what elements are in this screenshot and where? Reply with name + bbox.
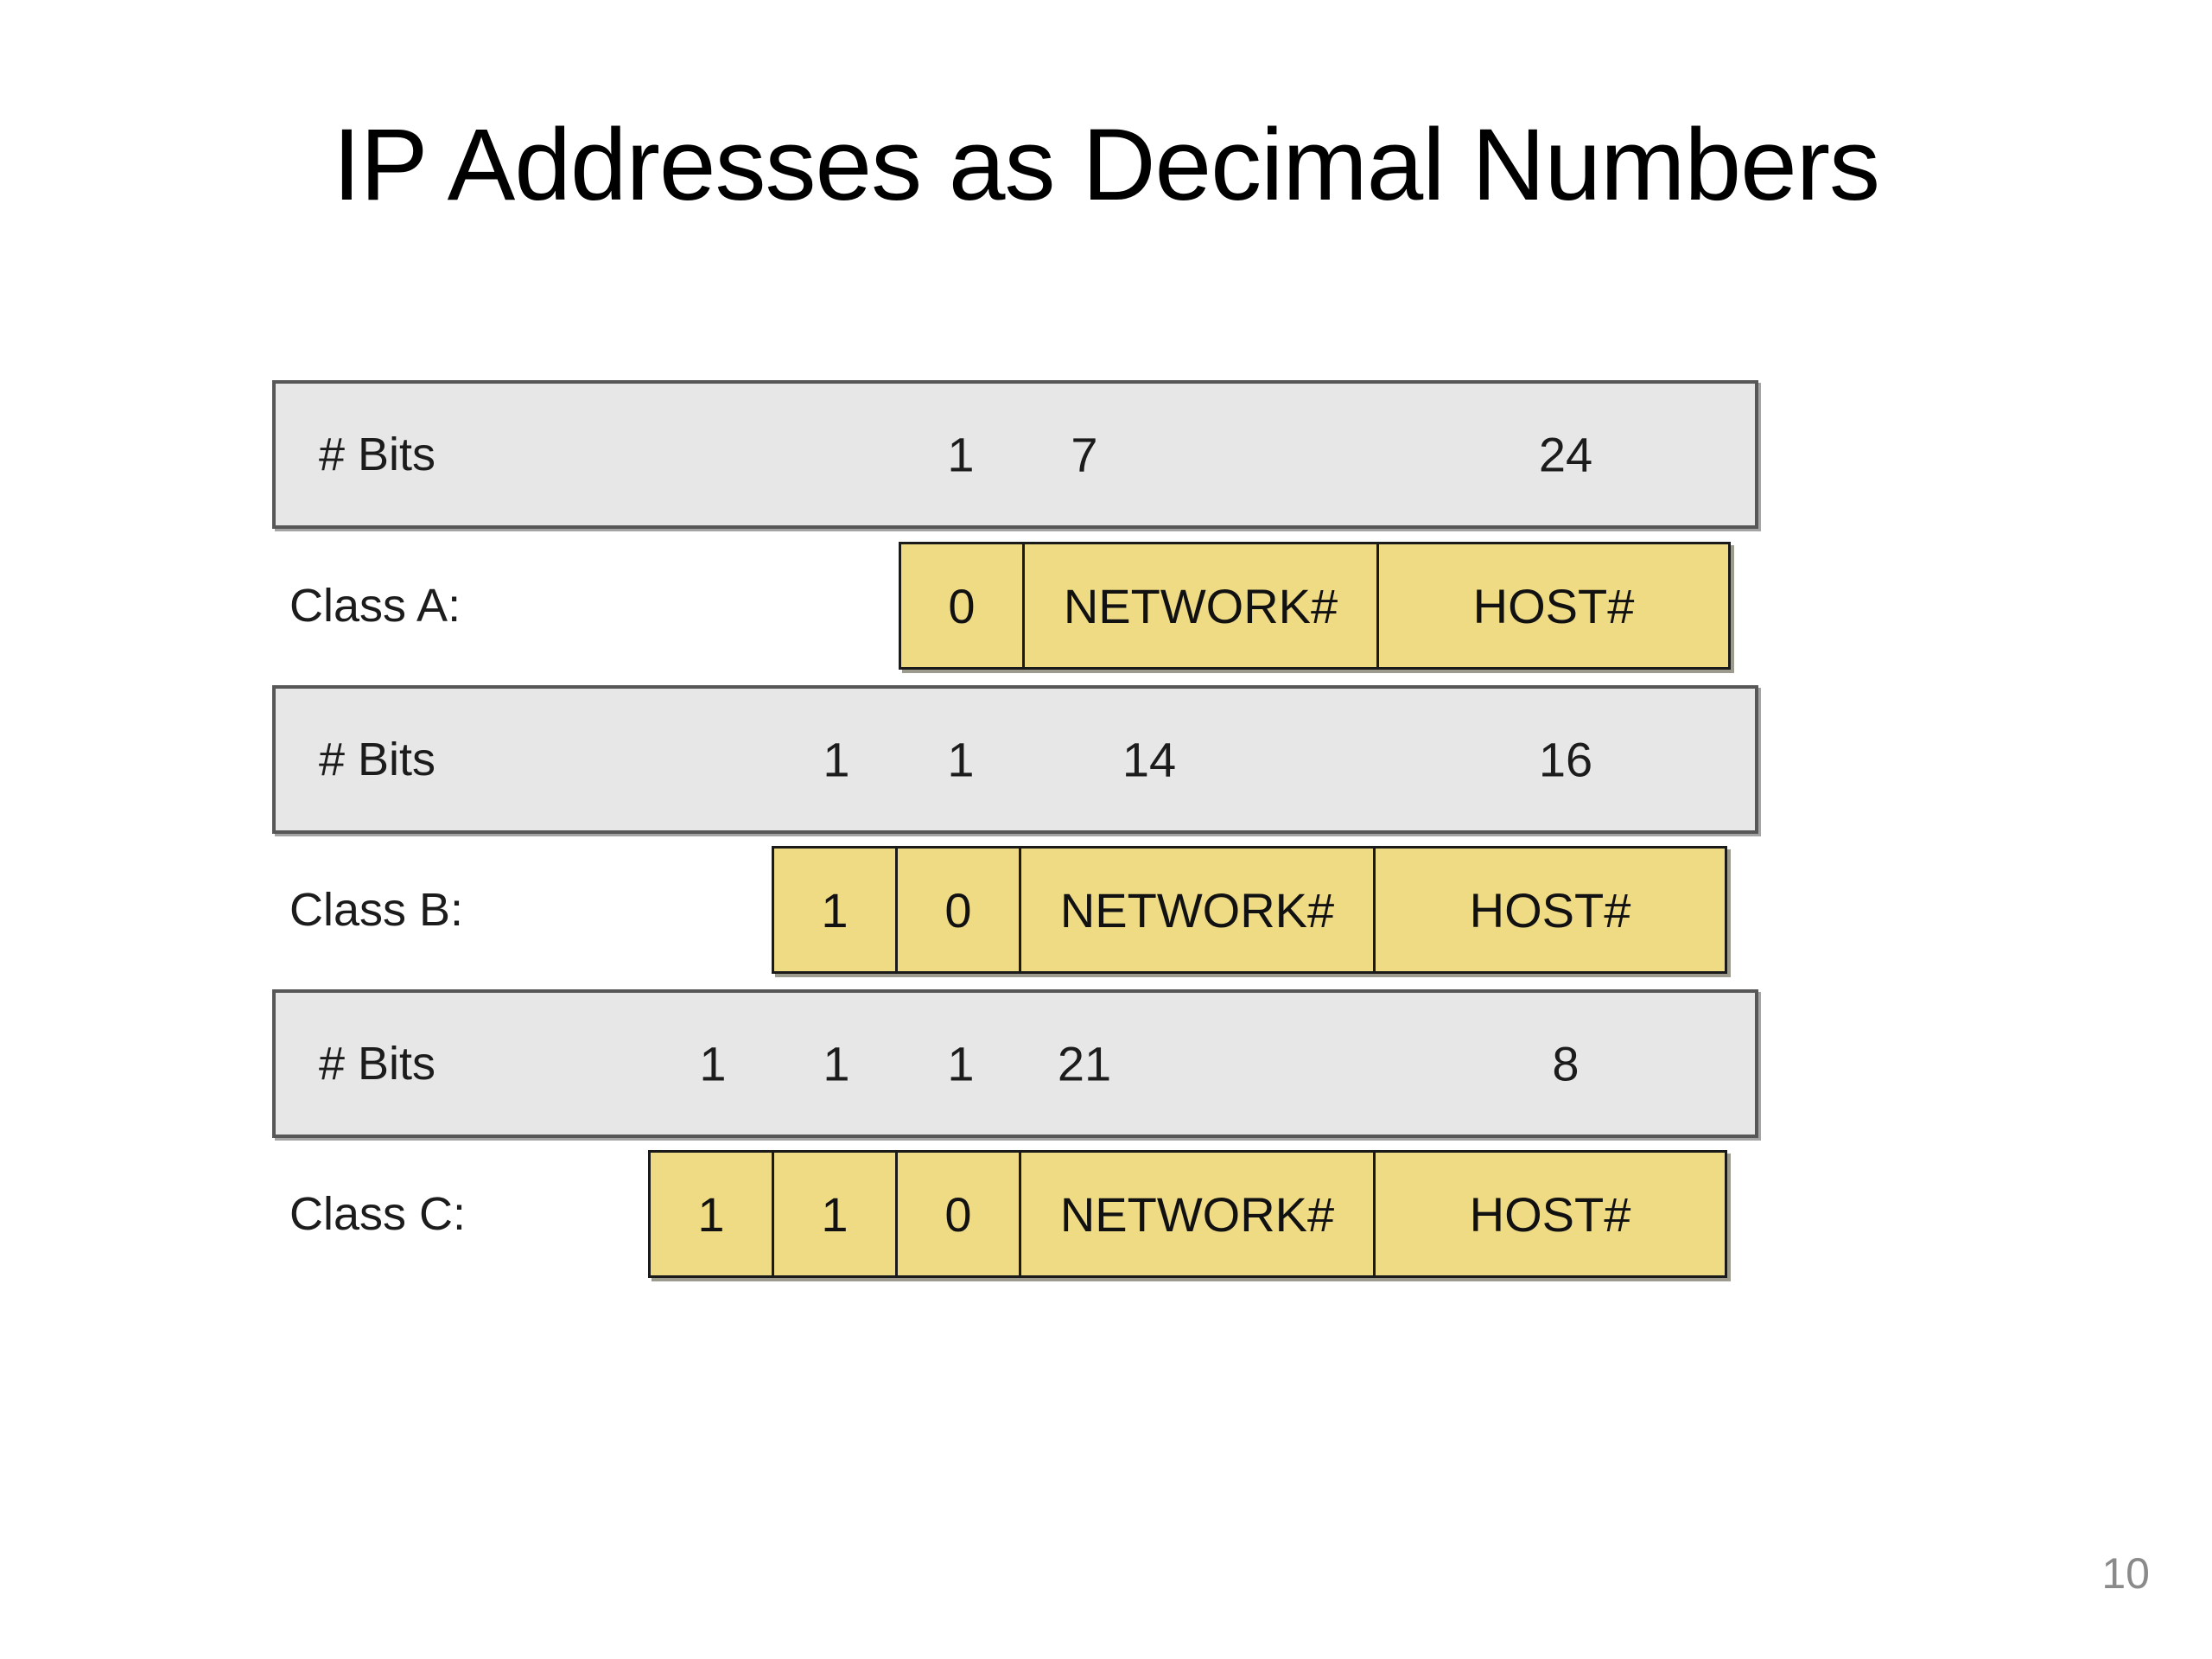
- class-c-cell-host: HOST#: [1373, 1150, 1727, 1278]
- class-c-cell-2: 0: [895, 1150, 1019, 1278]
- bits-value-class-a-1: 7: [1071, 427, 1098, 482]
- class-c-cell-1: 1: [772, 1150, 895, 1278]
- class-b-row: 1 0 NETWORK# HOST#: [772, 846, 1727, 974]
- bits-label-class-a: # Bits: [319, 429, 436, 480]
- bits-value-class-c-2: 1: [947, 1036, 975, 1091]
- bits-value-class-c-0: 1: [699, 1036, 727, 1091]
- class-c-cell-0: 1: [648, 1150, 772, 1278]
- bits-value-class-c-4: 8: [1552, 1036, 1580, 1091]
- bits-value-class-a-0: 1: [947, 427, 975, 482]
- page-title: IP Addresses as Decimal Numbers: [333, 108, 1880, 222]
- bits-value-class-c-3: 21: [1057, 1036, 1112, 1091]
- bits-value-class-b-0: 1: [823, 732, 850, 787]
- class-a-cell-network: NETWORK#: [1022, 542, 1376, 670]
- bits-label-class-c: # Bits: [319, 1038, 436, 1090]
- class-label-c: Class C:: [289, 1188, 467, 1240]
- class-label-a: Class A:: [289, 580, 461, 632]
- bits-bar-class-b: # Bits: [272, 685, 1758, 834]
- bits-value-class-b-3: 16: [1538, 732, 1593, 787]
- class-b-cell-1: 0: [895, 846, 1019, 974]
- class-b-cell-0: 1: [772, 846, 895, 974]
- class-b-cell-host: HOST#: [1373, 846, 1727, 974]
- bits-value-class-c-1: 1: [823, 1036, 850, 1091]
- class-b-cell-network: NETWORK#: [1019, 846, 1373, 974]
- bits-value-class-a-2: 24: [1538, 427, 1593, 482]
- class-a-cell-host: HOST#: [1376, 542, 1731, 670]
- bits-value-class-b-2: 14: [1122, 732, 1177, 787]
- class-label-b: Class B:: [289, 884, 464, 936]
- class-a-cell-0: 0: [899, 542, 1022, 670]
- bits-bar-class-a: # Bits: [272, 380, 1758, 529]
- bits-label-class-b: # Bits: [319, 734, 436, 785]
- bits-bar-class-c: # Bits: [272, 989, 1758, 1138]
- bits-value-class-b-1: 1: [947, 732, 975, 787]
- class-c-row: 1 1 0 NETWORK# HOST#: [648, 1150, 1727, 1278]
- class-c-cell-network: NETWORK#: [1019, 1150, 1373, 1278]
- class-a-row: 0 NETWORK# HOST#: [899, 542, 1731, 670]
- page-number: 10: [2101, 1549, 2150, 1598]
